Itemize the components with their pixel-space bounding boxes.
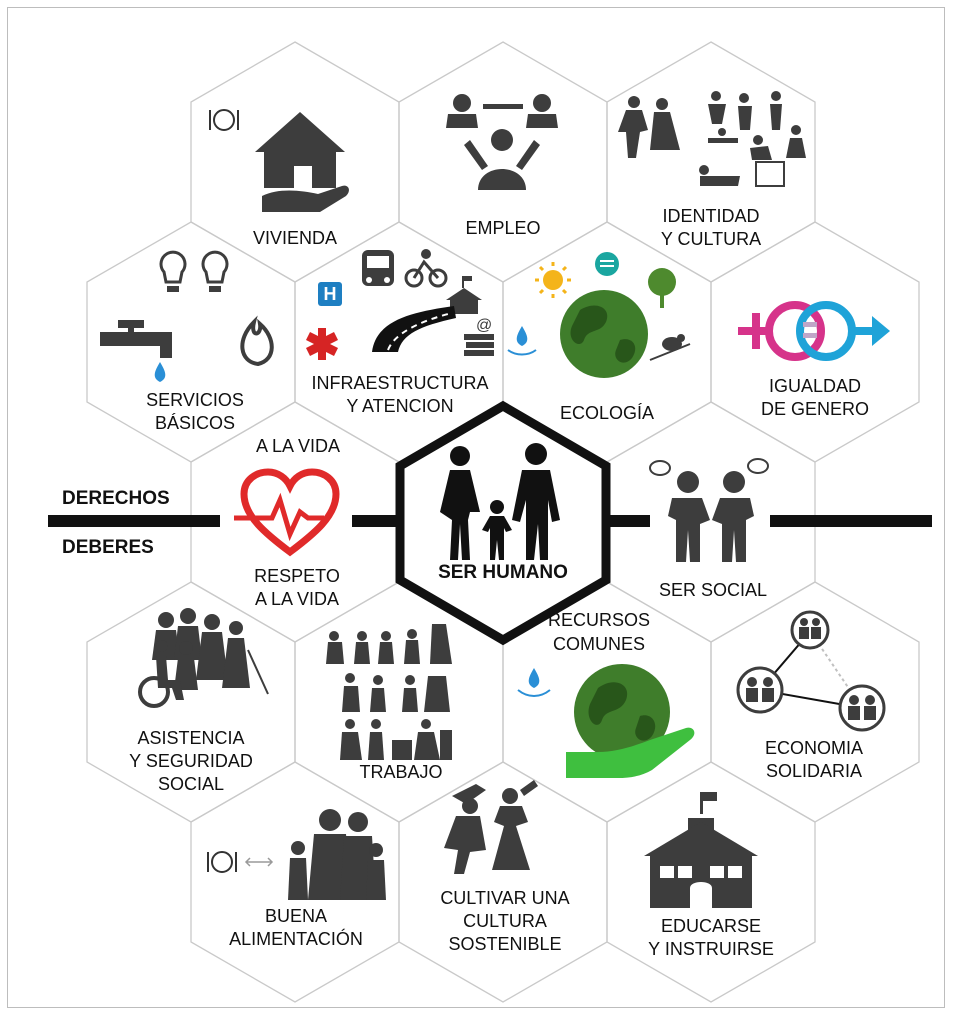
educarse-label-2: Y INSTRUIRSE [648,939,774,959]
cultivar-label-3: SOSTENIBLE [448,934,561,954]
identidad-label-2: Y CULTURA [661,229,761,249]
vivienda-tile: VIVIENDA [209,109,349,248]
infra-label-1: INFRAESTRUCTURA [311,373,488,393]
connector-right [606,515,650,527]
family-icon [440,443,560,560]
cultivar-label-2: CULTURA [463,911,547,931]
identidad-label-1: IDENTIDAD [662,206,759,226]
tree-icon [648,268,676,308]
sun-icon [535,262,571,298]
faucet-icon [100,320,172,358]
wheelchair-icon [138,640,184,708]
water-drop-icon [154,362,166,382]
families-network-icon [736,610,886,732]
asistencia-tile: ASISTENCIA Y SEGURIDAD SOCIAL [129,608,269,794]
hospital-icon [318,282,342,306]
house-hand-icon [255,112,349,212]
light-bulb-icons [159,250,229,284]
school-icon [644,792,758,908]
dancers-sports-icon [618,91,806,187]
speech-bubble-icons [649,458,769,476]
hex-educarse [606,761,816,1003]
cultivar-tile: CULTIVAR UNA CULTURA SOSTENIBLE [440,780,570,954]
recursos-tile: RECURSOS COMUNES [517,610,695,778]
social-tile: SER SOCIAL [649,458,769,600]
school-building-icon [446,276,482,314]
alimentacion-label-1: BUENA [265,906,327,926]
asistencia-label-3: SOCIAL [158,774,224,794]
rights-label: DERECHOS [62,488,170,509]
plate-icon [207,851,237,873]
family-group-icon [288,809,386,900]
svg-text:@: @ [476,317,492,334]
igualdad-label-2: DE GENERO [761,399,869,419]
cultivar-label-1: CULTIVAR UNA [440,888,569,908]
center-hexagon: SER HUMANO [395,400,611,646]
connector-left [352,515,400,527]
servicios-tile: SERVICIOS BÁSICOS [100,250,274,433]
hexagon-grid [86,41,920,1003]
books-icon: @ [464,317,494,356]
respeto-label-2: A LA VIDA [255,589,339,609]
igualdad-tile: IGUALDAD DE GENERO [738,301,890,419]
trabajo-label: TRABAJO [359,762,442,782]
divider-right [770,515,932,527]
alimentacion-label-2: ALIMENTACIÓN [229,928,363,949]
alimentacion-tile: BUENA ALIMENTACIÓN [207,809,386,949]
infra-tile: H @ INFRAESTRUCTURA Y ATENCI [306,249,494,416]
ecologia-tile: ECOLOGÍA [507,252,691,423]
asistencia-label-2: Y SEGURIDAD [129,751,253,771]
economia-tile: ECONOMIA SOLIDARIA [736,610,886,781]
medical-star-icon [306,328,338,360]
respeto-label-1: RESPETO [254,566,340,586]
economia-label-2: SOLIDARIA [766,761,862,781]
water-drop-icon [528,668,540,688]
servicios-label-1: SERVICIOS [146,390,244,410]
divider-left [48,515,220,527]
hex-empleo [398,41,608,283]
people-meeting-icon [446,94,558,190]
igualdad-label-1: IGUALDAD [769,376,861,396]
recursos-label-1: RECURSOS [548,610,650,630]
plate-icon [209,109,239,131]
ecologia-label: ECOLOGÍA [560,403,654,423]
exchange-arrow-icon [244,857,274,867]
center-label: SER HUMANO [438,562,568,583]
gas-flame-icon [240,315,274,367]
dancing-couple-icon [444,780,538,874]
bicycle-icon [404,259,448,288]
bird-branch-icon [649,334,691,361]
handshake-icon [668,471,754,562]
empleo-label: EMPLEO [465,218,540,238]
wind-icon [595,252,619,276]
road-icon [372,306,456,352]
workers-icon [326,624,452,760]
hand-icon [566,727,695,778]
vida-label: A LA VIDA [256,436,340,456]
recursos-label-2: COMUNES [553,634,645,654]
educarse-label-1: EDUCARSE [661,916,761,936]
social-label: SER SOCIAL [659,580,767,600]
educarse-tile: EDUCARSE Y INSTRUIRSE [644,792,774,959]
infra-label-2: Y ATENCION [346,396,453,416]
heartbeat-icon [234,468,340,557]
economia-label-1: ECONOMIA [765,738,863,758]
servicios-label-2: BÁSICOS [155,413,235,433]
asistencia-label-1: ASISTENCIA [137,728,244,748]
water-drop-icon [516,326,528,346]
svg-text:H: H [324,284,337,304]
vivienda-label: VIVIENDA [253,228,337,248]
duties-label: DEBERES [62,537,154,558]
trabajo-tile: TRABAJO [326,624,452,782]
gender-equality-icon [738,301,890,361]
bus-icon [362,250,394,286]
